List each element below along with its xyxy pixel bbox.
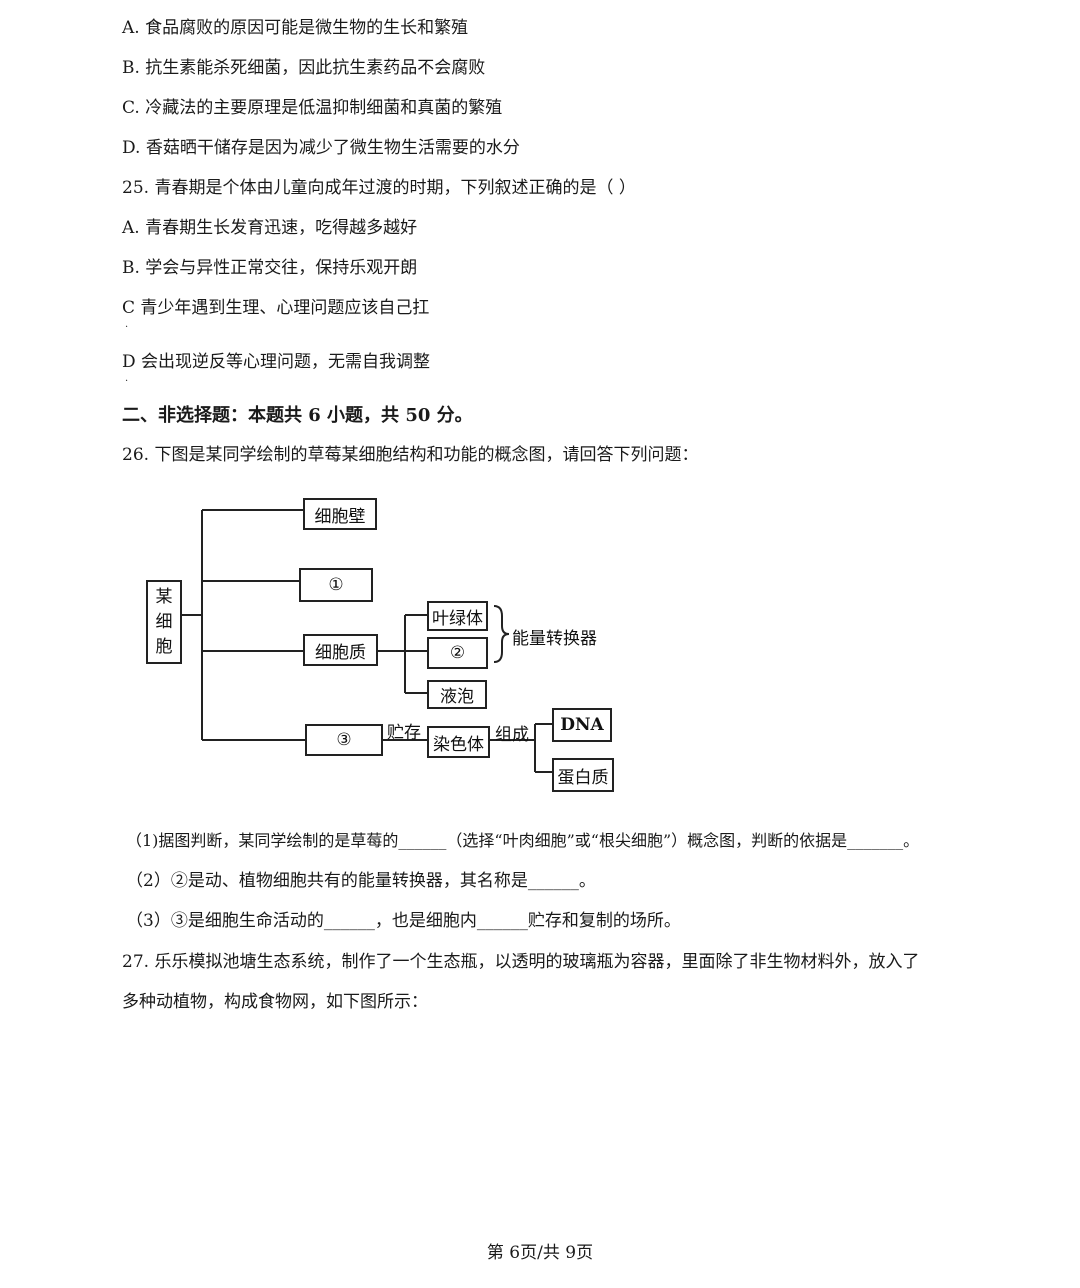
chromosome-box: 染色体 (427, 726, 490, 758)
section-heading: 二、非选择题：本题共 6 小题，共 50 分。 (122, 405, 473, 426)
dna-box: DNA (552, 708, 612, 742)
stray-mark: · (125, 322, 129, 333)
q25-option-d: D 会出现逆反等心理问题，无需自我调整 (122, 352, 431, 372)
q26-part-3: （3）③是细胞生命活动的______，也是细胞内______贮存和复制的场所。 (126, 911, 681, 931)
q24-option-a: A. 食品腐败的原因可能是微生物的生长和繁殖 (122, 18, 469, 38)
blank-2-box: ② (427, 637, 488, 669)
store-label: 贮存 (387, 723, 421, 743)
q27-stem-continued: 多种动植物，构成食物网，如下图所示： (122, 992, 428, 1012)
cell-wall-box: 细胞壁 (303, 498, 377, 530)
protein-box: 蛋白质 (552, 758, 614, 792)
q25-option-c: C 青少年遇到生理、心理问题应该自己扛 (122, 298, 430, 318)
blank-3-box: ③ (305, 724, 383, 756)
connector-lines (182, 509, 552, 773)
q25-stem: 25. 青春期是个体由儿童向成年过渡的时期，下列叙述正确的是（ ） (122, 178, 636, 198)
blank-1-box: ① (299, 568, 373, 602)
page-footer: 第 6页/共 9页 (486, 1243, 594, 1263)
q26-part-2: （2）②是动、植物细胞共有的能量转换器，其名称是______。 (126, 871, 596, 891)
energy-converter-label: 能量转换器 (512, 629, 597, 649)
compose-label: 组成 (495, 725, 529, 745)
q26-stem: 26. 下图是某同学绘制的草莓某细胞结构和功能的概念图，请回答下列问题： (122, 445, 699, 465)
root-char-1: 某 (155, 586, 173, 607)
cytoplasm-box: 细胞质 (303, 634, 378, 666)
q26-part-1: （1)据图判断，某同学绘制的是草莓的______（选择“叶肉细胞”或“根尖细胞”… (126, 831, 920, 850)
q24-option-d: D. 香菇晒干储存是因为减少了微生物生活需要的水分 (122, 138, 520, 158)
cell-concept-map: 某 细 胞 细胞壁 ① 细胞质 叶绿体 ② 能量转换器 液泡 ③ 贮存 染色体 … (140, 488, 640, 798)
q25-option-b: B. 学会与异性正常交往，保持乐观开朗 (122, 258, 418, 278)
stray-mark: · (125, 376, 129, 387)
vacuole-box: 液泡 (427, 680, 487, 709)
chloroplast-box: 叶绿体 (427, 601, 488, 631)
q27-stem: 27. 乐乐模拟池塘生态系统，制作了一个生态瓶，以透明的玻璃瓶为容器，里面除了非… (122, 952, 920, 972)
q24-option-b: B. 抗生素能杀死细菌，因此抗生素药品不会腐败 (122, 58, 486, 78)
root-char-2: 细 (155, 611, 173, 632)
q24-option-c: C. 冷藏法的主要原理是低温抑制细菌和真菌的繁殖 (122, 98, 503, 118)
root-cell-box: 某 细 胞 (146, 580, 182, 664)
q25-option-a: A. 青春期生长发育迅速，吃得越多越好 (122, 218, 418, 238)
root-char-3: 胞 (155, 636, 173, 657)
